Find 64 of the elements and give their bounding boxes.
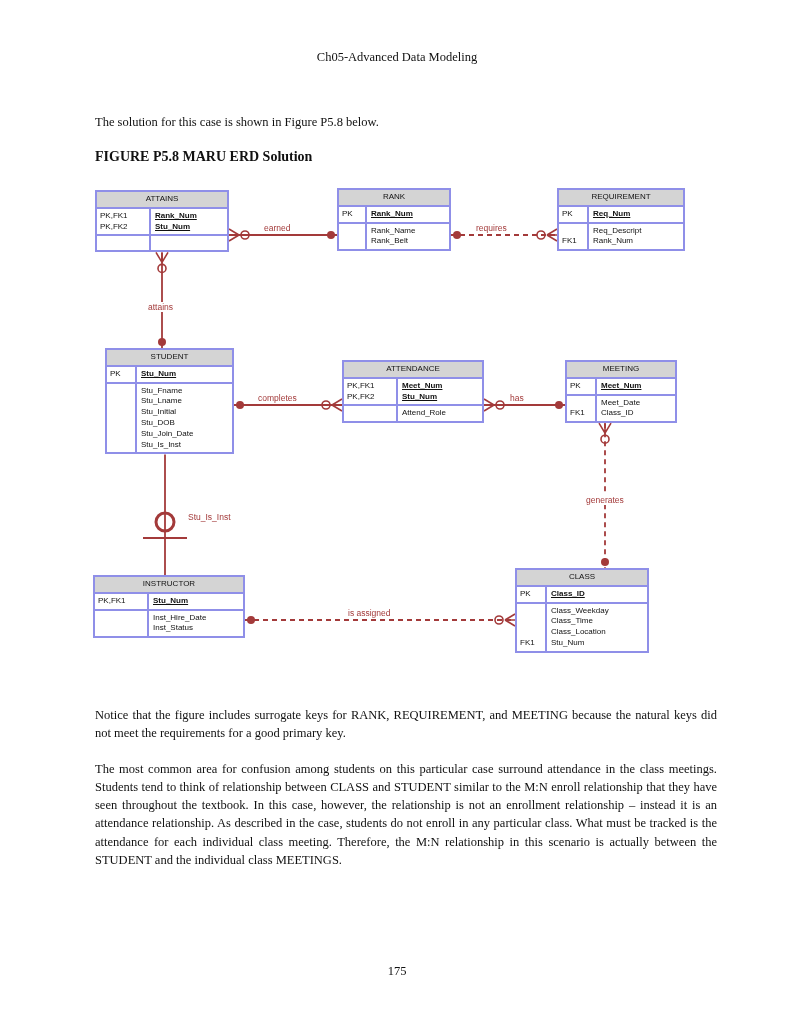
entity-table — [105, 348, 234, 455]
key-label: FK1 — [570, 408, 585, 420]
attribute-list: Class_Weekday Class_Time Class_Location Stu_Num — [551, 605, 609, 649]
paragraph: The most common area for confusion among students on this particular case surround attendance in the class meetings. Students tend to think of relationship between CLASS and STUDENT similar to the M:N enroll relationship that they have seen throughout the textbook. In this case, however, the relationship is not an enrollment relationship – instead it is an attendance relationship. As described in the case, students do not enroll in any particular class. What must be tracked is the attendance for each individual class meeting. Therefore, the M:N relationship in this scenario is actually between the STUDENT and the individual class MEETINGS. — [95, 761, 717, 869]
edge-label: is assigned — [346, 608, 393, 618]
edge-label: generates — [584, 495, 626, 505]
entity-table — [337, 188, 451, 252]
table-header: REQUIREMENT — [559, 190, 683, 207]
relationship-line — [483, 398, 566, 412]
primary-key-attribute: Req_Num — [593, 208, 631, 220]
attribute-list: Attend_Role — [402, 408, 447, 420]
entity-table — [342, 360, 484, 424]
primary-key-attribute: Meet_Num Stu_Num — [402, 380, 443, 403]
paragraph: Notice that the figure includes surrogate keys for RANK, REQUIREMENT, and MEETING because the natural keys did not meet the requirements for a good primary key. — [95, 707, 717, 743]
intro-sentence: The solution for this case is shown in Figure P5.8 below. — [95, 114, 379, 131]
entity-table — [515, 568, 649, 653]
table-header: MEETING — [567, 362, 675, 379]
relationship-line — [155, 251, 169, 349]
attribute-list: Stu_Fname Stu_Lname Stu_Initial Stu_DOB Stu_Join_Date Stu_Is_Inst — [141, 385, 194, 451]
relationship-line — [233, 398, 343, 412]
attribute-list: Req_Descript Rank_Num — [593, 225, 642, 248]
table-header: RANK — [339, 190, 449, 207]
table-header: CLASS — [517, 570, 647, 587]
figure-title: FIGURE P5.8 MARU ERD Solution — [95, 148, 313, 166]
entity-table — [95, 190, 229, 253]
primary-key-attribute: Stu_Num — [141, 368, 177, 380]
relationship-line — [228, 228, 338, 242]
key-label: PK — [562, 208, 573, 220]
relationship-line — [164, 453, 166, 576]
primary-key-attribute: Stu_Num — [153, 595, 189, 607]
key-label: FK1 — [520, 638, 535, 649]
attribute-list: Meet_Date Class_ID — [601, 397, 641, 420]
edge-label: Stu_Is_Inst — [186, 512, 233, 522]
relationship-line — [598, 422, 612, 569]
table-header: ATTENDANCE — [344, 362, 482, 379]
key-label: PK — [342, 208, 353, 220]
entity-table — [93, 575, 245, 639]
primary-key-attribute: Meet_Num — [601, 380, 642, 392]
key-label: PK — [110, 368, 121, 380]
edge-label: earned — [262, 223, 293, 233]
primary-key-attribute: Rank_Num — [371, 208, 413, 220]
primary-key-attribute: Class_ID — [551, 588, 585, 600]
key-label: FK1 — [562, 236, 577, 248]
primary-key-attribute: Rank_Num Stu_Num — [155, 210, 197, 233]
running-header: Ch05-Advanced Data Modeling — [315, 49, 479, 66]
key-label: PK,FK1 PK,FK2 — [347, 380, 375, 403]
key-label: PK — [570, 380, 581, 392]
table-header: STUDENT — [107, 350, 232, 367]
relationship-line — [244, 613, 516, 627]
entity-table — [565, 360, 677, 424]
attribute-list: Inst_Hire_Date Inst_Status — [153, 612, 207, 635]
attribute-list: Rank_Name Rank_Belt — [371, 225, 416, 248]
page-number: 175 — [386, 963, 408, 980]
edge-label: attains — [146, 302, 176, 312]
edge-label: completes — [256, 393, 299, 403]
edge-label: has — [508, 393, 526, 403]
edge-label: requires — [474, 223, 509, 233]
table-header: ATTAINS — [97, 192, 227, 209]
key-label: PK — [520, 588, 531, 600]
table-header: INSTRUCTOR — [95, 577, 243, 594]
relationship-line — [450, 228, 558, 242]
key-label: PK,FK1 — [98, 595, 126, 607]
entity-table — [557, 188, 685, 252]
key-label: PK,FK1 PK,FK2 — [100, 210, 128, 233]
